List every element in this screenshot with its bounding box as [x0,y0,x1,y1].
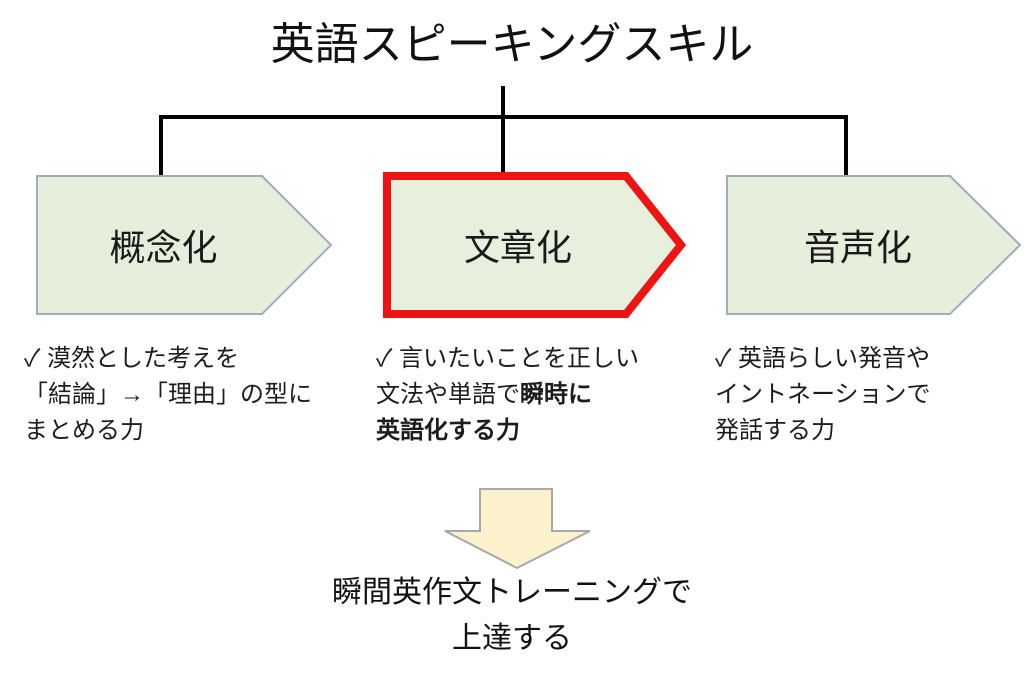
desc-segment: イントネーションで [715,381,931,408]
diagram-title: 英語スピーキングスキル [270,20,754,69]
chevron-shape-conceptualization [36,175,333,315]
desc-segment: 発話する力 [715,417,835,444]
chevron-label-vocalization: 音声化 [803,227,912,268]
desc-line: ✓ 言いたいことを正しい [376,341,706,377]
desc-line: 発話する力 [715,413,1024,449]
conclusion-caption: 瞬間英作文トレーニングで 上達する [0,570,1024,662]
desc-line: イントネーションで [715,377,1024,413]
desc-line: ✓ 漠然とした考えを [24,341,354,377]
down-arrow-icon [444,488,591,570]
desc-segment: 文法や単語で [376,381,520,408]
desc-segment: ✓ 漠然とした考えを [24,345,240,372]
chevron-shape-vocalization [726,175,1022,315]
stage-description-vocalization: ✓ 英語らしい発音やイントネーションで発話する力 [715,341,1024,449]
desc-line: 「結論」→「理由」の型に [24,377,354,413]
desc-line: ✓ 英語らしい発音や [715,341,1024,377]
conclusion-line-1: 瞬間英作文トレーニングで [332,576,692,609]
chevron-label-sentence-formation: 文章化 [463,227,572,268]
desc-segment: まとめる力 [24,417,144,444]
chevron-label-conceptualization: 概念化 [109,227,218,268]
desc-line: 文法や単語で瞬時に [376,377,706,413]
desc-segment-bold: 瞬時に [520,381,592,408]
desc-segment: ✓ 言いたいことを正しい [376,345,640,372]
desc-line: 英語化する力 [376,413,706,449]
desc-segment-bold: 英語化する力 [376,417,520,444]
desc-segment: ✓ 英語らしい発音や [715,345,931,372]
desc-segment: 「結論」→「理由」の型に [24,381,312,408]
stage-description-sentence-formation: ✓ 言いたいことを正しい文法や単語で瞬時に英語化する力 [376,341,706,449]
conclusion-line-2: 上達する [452,622,572,655]
desc-line: まとめる力 [24,413,354,449]
chevron-shape-sentence-formation-highlighted [383,172,687,318]
stage-description-conceptualization: ✓ 漠然とした考えを「結論」→「理由」の型にまとめる力 [24,341,354,449]
